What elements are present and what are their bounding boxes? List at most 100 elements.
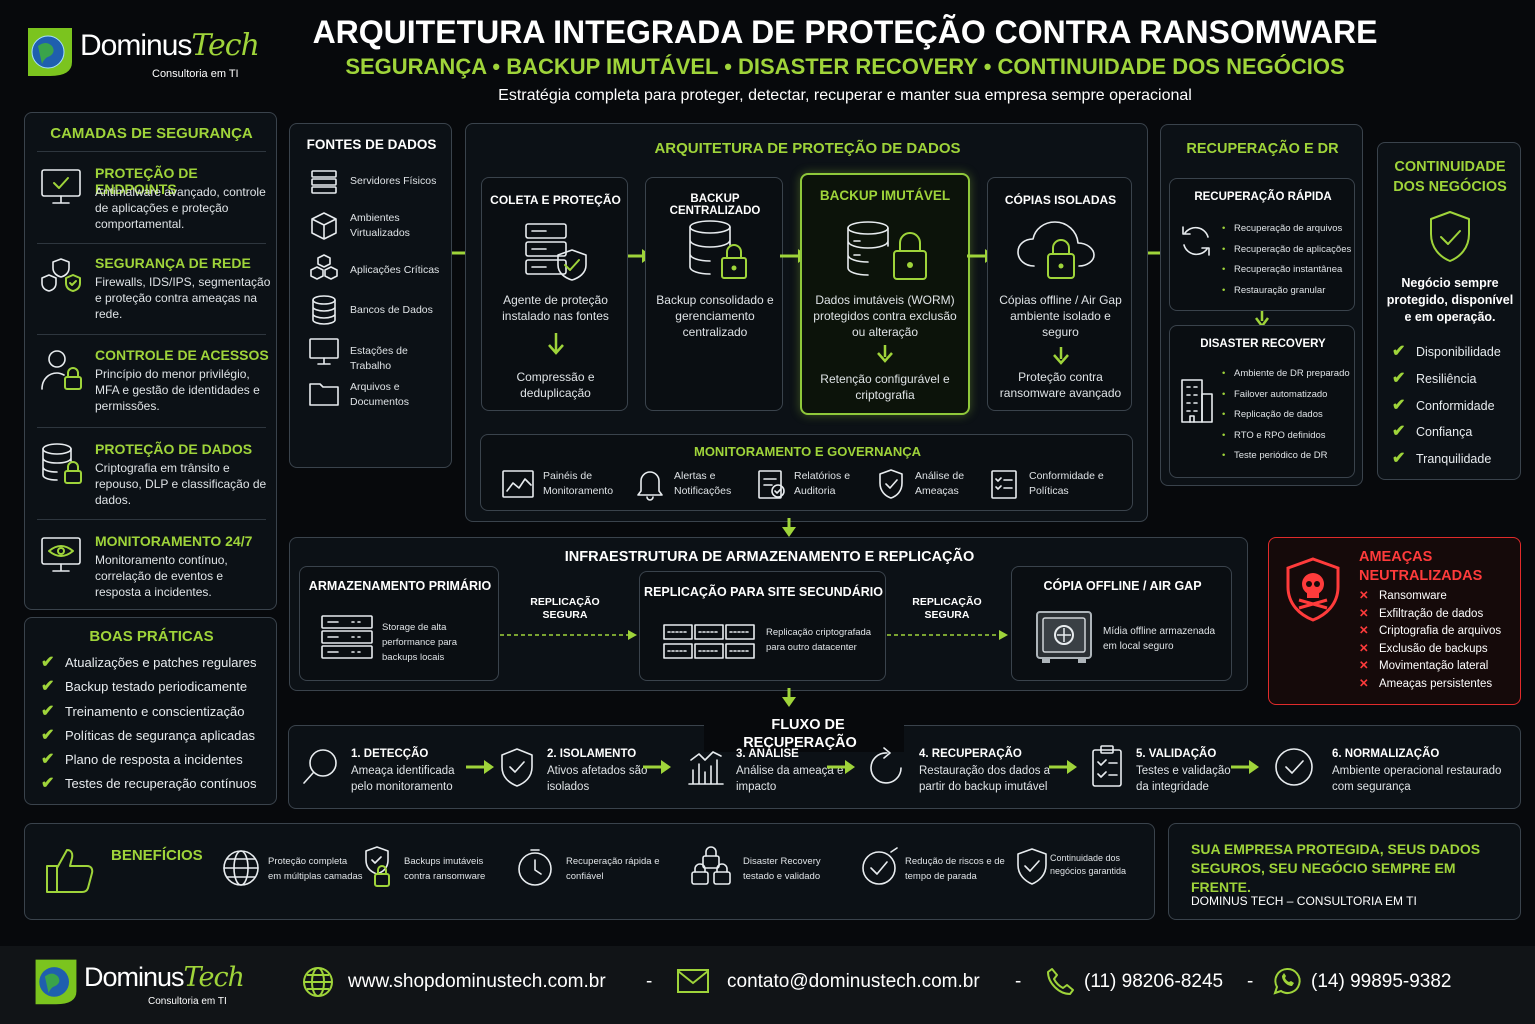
page-subtitle: SEGURANÇA • BACKUP IMUTÁVEL • DISASTER R… xyxy=(345,54,1345,79)
monitor-check-icon xyxy=(41,169,81,204)
footer-brand-logo: DominusTech Consultoria em TI xyxy=(30,950,245,1015)
slogan-panel: SUA EMPRESA PROTEGIDA, SEUS DADOS SEGURO… xyxy=(1168,823,1521,920)
arrow-down-icon xyxy=(782,518,796,537)
check-icon: ✔ xyxy=(1392,343,1406,360)
arrow-right-icon xyxy=(1231,760,1259,774)
magnifier-icon xyxy=(303,749,337,784)
arrow-down-icon xyxy=(548,333,564,355)
layer-item: PROTEÇÃO DE ENDPOINTS Antimalware avança… xyxy=(37,161,272,241)
globe-icon xyxy=(223,850,259,886)
phone-link[interactable]: (11) 98206-8245 xyxy=(1084,971,1224,992)
x-icon: ✕ xyxy=(1359,677,1369,690)
whatsapp-link[interactable]: (14) 99895-9382 xyxy=(1311,971,1452,992)
locks-icon xyxy=(691,846,731,885)
offline-airgap-box: CÓPIA OFFLINE / AIR GAP Mídia offline ar… xyxy=(1011,566,1232,681)
checklist-icon xyxy=(991,470,1017,499)
check-icon: ✔ xyxy=(41,654,55,671)
monitor-eye-icon xyxy=(41,537,81,572)
server-shield-icon xyxy=(525,223,587,281)
arrow-right-icon xyxy=(827,760,855,774)
shield-check-icon xyxy=(879,469,903,499)
thumbs-up-icon xyxy=(46,849,94,893)
bell-icon xyxy=(637,471,663,501)
business-continuity-panel: CONTINUIDADE DOS NEGÓCIOS Negócio sempre… xyxy=(1377,142,1521,480)
brand-name: Dominus xyxy=(80,29,192,62)
practice-item: ✔Testes de recuperação contínuos xyxy=(41,772,271,796)
threat-item: ✕Ameaças persistentes xyxy=(1359,676,1519,694)
fast-recovery-box: RECUPERAÇÃO RÁPIDA Recuperação de arquiv… xyxy=(1169,178,1355,311)
threat-item: ✕Movimentação lateral xyxy=(1359,658,1519,676)
practice-item: ✔Plano de resposta a incidentes xyxy=(41,748,271,772)
virtual-cube-icon xyxy=(311,212,337,240)
storage-array-icon xyxy=(321,615,373,659)
arrow-right-icon xyxy=(1049,760,1077,774)
stage-immutable-backup: BACKUP IMUTÁVEL Dados imutáveis (WORM) p… xyxy=(800,173,970,415)
threats-panel: AMEAÇAS NEUTRALIZADAS ✕Ransomware ✕Exfil… xyxy=(1268,537,1521,705)
check-icon: ✔ xyxy=(1392,396,1406,414)
data-sources-panel: FONTES DE DADOS Servidores Físicos Ambie… xyxy=(289,123,452,468)
clipboard-check-icon xyxy=(1092,745,1122,787)
clock-icon xyxy=(518,849,552,886)
security-layers-title: CAMADAS DE SEGURANÇA xyxy=(50,125,253,142)
primary-storage-box: ARMAZENAMENTO PRIMÁRIO Storage de alta p… xyxy=(299,566,499,681)
check-circle-icon xyxy=(1275,748,1313,786)
report-icon xyxy=(758,470,785,499)
security-layers-panel: CAMADAS DE SEGURANÇA PROTEÇÃO DE ENDPOIN… xyxy=(24,112,277,610)
mail-icon xyxy=(677,969,709,993)
continuity-item: ✔Conformidade xyxy=(1392,393,1517,420)
check-icon: ✔ xyxy=(41,726,55,744)
phone-icon xyxy=(1047,968,1074,995)
x-icon: ✕ xyxy=(1359,590,1369,602)
layer-item: CONTROLE DE ACESSOS Princípio do menor p… xyxy=(37,343,272,423)
shield-check-icon xyxy=(1017,848,1047,885)
arrow-right-icon xyxy=(643,760,671,774)
practice-item: ✔Backup testado periodicamente xyxy=(41,675,271,699)
dashboard-icon xyxy=(502,470,534,498)
database-icon xyxy=(312,295,336,325)
server-icon xyxy=(311,170,337,194)
disaster-recovery-box: DISASTER RECOVERY Ambiente de DR prepara… xyxy=(1169,325,1355,478)
continuity-item: ✔Disponibilidade xyxy=(1392,339,1517,366)
email-link[interactable]: contato@dominustech.com.br xyxy=(727,971,980,992)
arrow-right-icon xyxy=(466,760,494,774)
skull-shield-icon xyxy=(1286,557,1340,622)
continuity-item: ✔Resiliência xyxy=(1392,366,1517,393)
dashed-arrow-icon xyxy=(500,630,637,640)
threat-item: ✕Criptografia de arquivos xyxy=(1359,623,1519,641)
database-lock-icon xyxy=(689,220,747,279)
x-icon: ✕ xyxy=(1359,660,1369,673)
threat-item: ✕Ransomware xyxy=(1359,588,1519,606)
check-icon: ✔ xyxy=(41,678,55,696)
check-icon: ✔ xyxy=(41,751,55,769)
shield-check-icon xyxy=(501,748,533,787)
footer: DominusTech Consultoria em TI www.shopdo… xyxy=(0,946,1535,1024)
building-icon xyxy=(1181,379,1213,423)
website-link[interactable]: www.shopdominustech.com.br xyxy=(348,971,606,992)
dashed-arrow-icon xyxy=(887,630,1008,640)
x-icon: ✕ xyxy=(1359,642,1369,655)
database-lock-icon xyxy=(42,443,82,484)
globe-logo-icon xyxy=(28,28,72,76)
brand-name-accent: Tech xyxy=(191,28,260,63)
layer-item: PROTEÇÃO DE DADOS Criptografia em trânsi… xyxy=(37,437,272,517)
arrow-down-icon xyxy=(1053,347,1069,365)
brand-subtitle: Consultoria em TI xyxy=(152,68,239,80)
secure-replication-label: REPLICAÇÃO SEGURA xyxy=(912,596,982,621)
benefits-panel: BENEFÍCIOS Proteção completa em múltipla… xyxy=(24,823,1155,920)
best-practices-panel: BOAS PRÁTICAS ✔Atualizações e patches re… xyxy=(24,617,277,805)
architecture-panel: ARQUITETURA DE PROTEÇÃO DE DADOS COLETA … xyxy=(465,123,1148,522)
practice-item: ✔Atualizações e patches regulares xyxy=(41,651,271,675)
page-title: ARQUITETURA INTEGRADA DE PROTEÇÃO CONTRA… xyxy=(312,14,1378,50)
continuity-item: ✔Tranquilidade xyxy=(1392,446,1517,473)
check-icon: ✔ xyxy=(41,775,55,793)
secure-replication-label: REPLICAÇÃO SEGURA xyxy=(530,596,600,621)
check-icon: ✔ xyxy=(1392,450,1406,468)
threat-item: ✕Exclusão de backups xyxy=(1359,641,1519,659)
stage-collect: COLETA E PROTEÇÃO Agente de proteção ins… xyxy=(481,177,628,411)
workstation-icon xyxy=(309,338,339,365)
x-icon: ✕ xyxy=(1359,625,1369,638)
refresh-icon xyxy=(1182,226,1210,256)
arrow-down-icon xyxy=(877,345,893,363)
restore-icon xyxy=(870,747,902,784)
gauge-check-icon xyxy=(862,847,898,885)
